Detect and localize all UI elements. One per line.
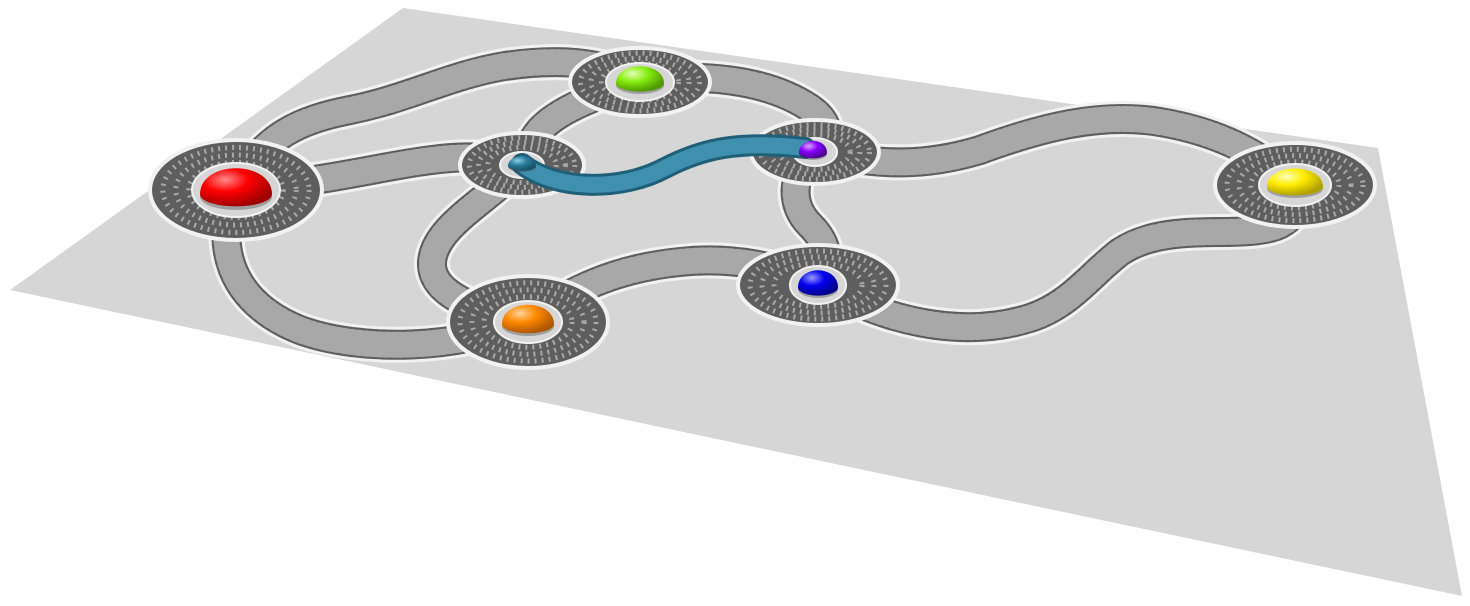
hub-texture — [481, 294, 575, 350]
hub-texture — [160, 145, 312, 235]
piece-orange[interactable] — [502, 304, 554, 334]
track-texture — [808, 111, 1297, 187]
hub-texture — [599, 60, 681, 104]
piece-red[interactable] — [200, 168, 272, 207]
hub-texture — [173, 152, 299, 228]
hub-texture — [457, 280, 599, 364]
hub-texture — [758, 122, 872, 182]
hub-texture — [578, 50, 702, 114]
piece-purple[interactable] — [799, 140, 827, 159]
piece-blue[interactable] — [798, 270, 838, 296]
hub-texture — [1248, 159, 1342, 211]
hub-texture — [747, 248, 889, 322]
hub-texture — [588, 55, 692, 109]
active-path-surface — [514, 137, 813, 193]
piece-yellow[interactable] — [1267, 168, 1323, 196]
hub-texture — [1224, 146, 1366, 224]
hub-texture — [759, 254, 877, 316]
player-pieces — [200, 66, 1323, 336]
hub-texture — [476, 140, 568, 190]
hub-texture — [771, 260, 865, 310]
hub-texture — [469, 287, 587, 357]
hub-texture — [186, 160, 286, 220]
hub-texture — [485, 144, 559, 186]
track-texture — [229, 55, 647, 193]
piece-green[interactable] — [616, 66, 664, 92]
hub-texture — [1236, 153, 1354, 217]
hub-texture — [767, 127, 863, 177]
hub-texture — [466, 135, 578, 195]
piece-teal[interactable] — [508, 156, 536, 171]
